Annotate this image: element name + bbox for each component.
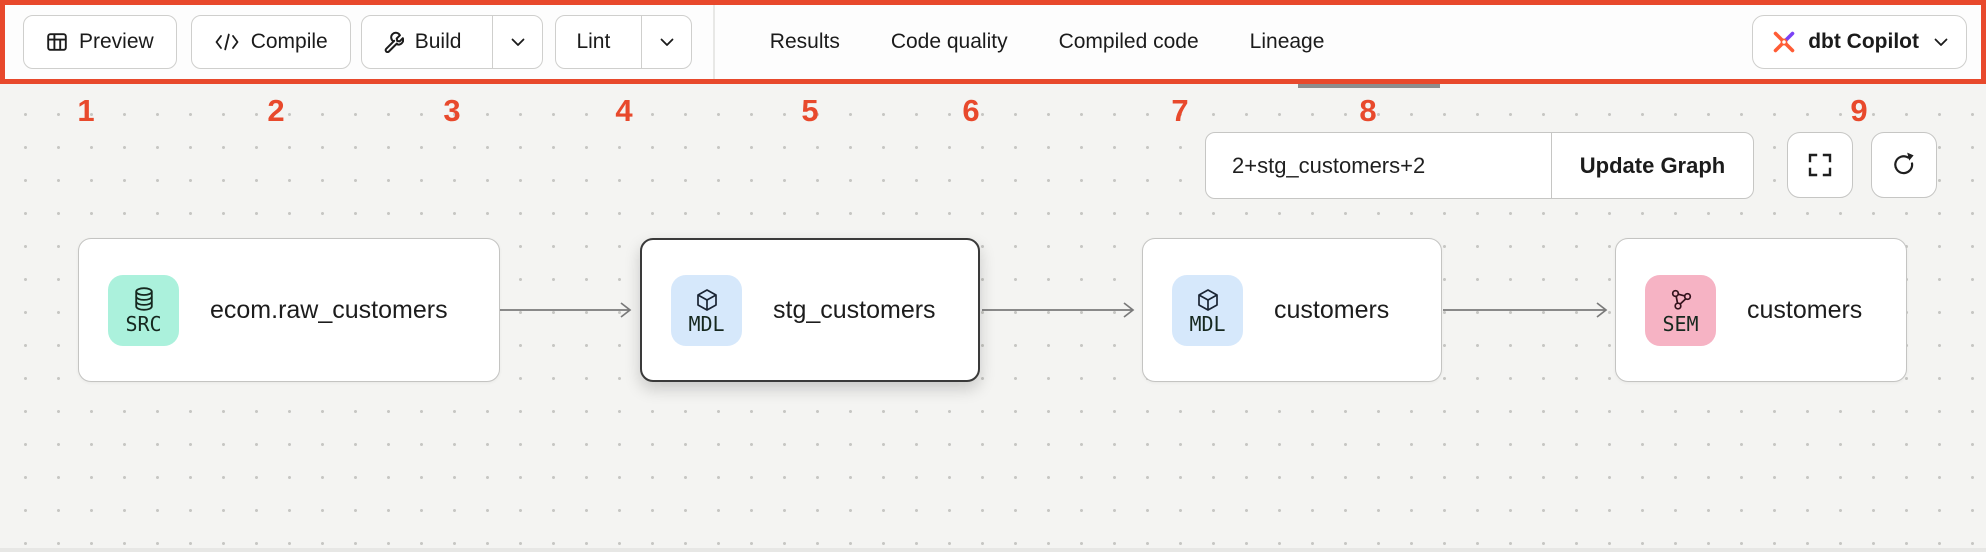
annotation-number-6: 6 — [962, 93, 980, 128]
source-badge: SRC — [108, 274, 179, 346]
refresh-button[interactable] — [1871, 132, 1937, 198]
annotation-number-4: 4 — [615, 93, 633, 128]
tab-compiled-code[interactable]: Compiled code — [1058, 30, 1199, 53]
lineage-node-customers-model[interactable]: MDL customers — [1142, 238, 1442, 382]
annotation-number-5: 5 — [801, 93, 819, 128]
dbt-copilot-button[interactable]: dbt Copilot — [1752, 15, 1967, 69]
lineage-node-stg-customers[interactable]: MDL stg_customers — [640, 238, 980, 382]
results-tabs: Results Code quality Compiled code Linea… — [770, 30, 1325, 54]
annotation-number-1: 1 — [77, 93, 95, 128]
compile-button-label: Compile — [250, 30, 328, 53]
source-badge-label: SRC — [125, 312, 162, 336]
model-badge-label: MDL — [1189, 311, 1226, 336]
node-label: customers — [1274, 295, 1390, 324]
lineage-node-raw-customers[interactable]: SRC ecom.raw_customers — [78, 238, 500, 382]
tab-code-quality[interactable]: Code quality — [890, 30, 1008, 53]
window-bottom-edge — [0, 548, 1986, 552]
build-button-label: Build — [414, 30, 462, 53]
semantic-badge: SEM — [1645, 274, 1716, 346]
compile-button[interactable]: Compile — [190, 15, 351, 69]
build-dropdown-toggle[interactable] — [492, 16, 542, 68]
cube-icon — [1197, 288, 1218, 311]
wrench-icon — [384, 31, 404, 53]
chevron-down-icon — [660, 38, 674, 46]
lineage-selector-box: 2+stg_customers+2 Update Graph — [1205, 132, 1754, 199]
model-selector-input[interactable]: 2+stg_customers+2 — [1232, 152, 1426, 178]
model-badge: MDL — [1172, 274, 1243, 346]
build-button[interactable]: Build — [362, 16, 482, 68]
node-label: stg_customers — [773, 295, 936, 324]
dbt-copilot-label: dbt Copilot — [1808, 30, 1919, 53]
refresh-icon — [1894, 152, 1914, 175]
annotation-number-3: 3 — [443, 93, 461, 128]
toolbar-divider — [713, 5, 715, 79]
semantic-badge-label: SEM — [1662, 311, 1699, 336]
preview-button[interactable]: Preview — [23, 15, 177, 69]
lint-dropdown-toggle[interactable] — [641, 16, 691, 68]
chevron-down-icon — [1934, 38, 1948, 46]
node-label: customers — [1747, 295, 1863, 324]
lineage-tab-active-indicator — [1298, 84, 1440, 88]
tab-lineage[interactable]: Lineage — [1249, 30, 1325, 53]
update-graph-button[interactable]: Update Graph — [1551, 133, 1753, 198]
code-icon — [215, 33, 239, 51]
cube-icon — [696, 288, 717, 311]
tab-results[interactable]: Results — [769, 30, 840, 53]
lint-button[interactable]: Lint — [556, 16, 630, 68]
dbt-logo-icon — [1773, 31, 1795, 53]
node-label: ecom.raw_customers — [210, 295, 448, 324]
annotation-number-8: 8 — [1359, 93, 1377, 128]
lineage-node-customers-semantic[interactable]: SEM customers — [1615, 238, 1907, 382]
database-icon — [134, 287, 153, 311]
fullscreen-icon — [1808, 153, 1832, 177]
annotation-number-9: 9 — [1850, 93, 1868, 128]
chevron-down-icon — [511, 38, 525, 46]
model-badge: MDL — [671, 274, 742, 346]
lint-button-label: Lint — [576, 30, 611, 53]
build-split-button: Build — [360, 15, 544, 69]
annotation-number-7: 7 — [1171, 93, 1189, 128]
network-icon — [1671, 289, 1691, 310]
annotated-toolbar: Preview Compile Build Lint — [0, 0, 1986, 84]
fullscreen-button[interactable] — [1787, 132, 1853, 198]
preview-button-label: Preview — [79, 30, 154, 53]
lint-split-button: Lint — [555, 15, 693, 69]
annotation-number-2: 2 — [267, 93, 285, 128]
table-icon — [47, 33, 67, 51]
model-badge-label: MDL — [688, 311, 725, 336]
